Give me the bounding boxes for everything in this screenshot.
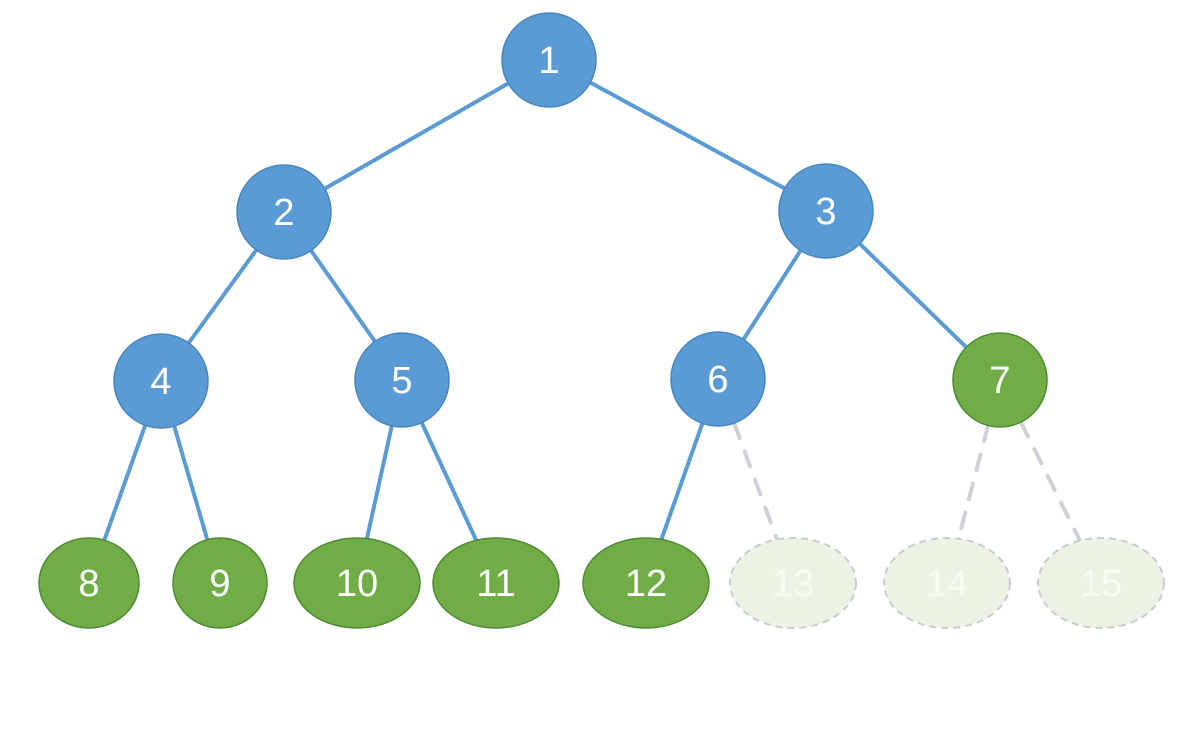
node-label-4: 4 [150,361,171,403]
node-circle-10 [293,537,421,629]
tree-node-6: 6 [670,331,766,427]
node-circle-2 [236,164,332,260]
node-label-13: 13 [772,563,814,605]
tree-node-12: 12 [582,537,710,629]
node-label-15: 15 [1080,563,1122,605]
node-label-3: 3 [815,191,836,233]
tree-node-2: 2 [236,164,332,260]
node-circle-4 [113,333,209,429]
node-label-5: 5 [391,360,412,402]
edge-1-2 [322,81,511,191]
tree-node-15: 15 [1037,537,1165,629]
node-circle-12 [582,537,710,629]
node-circle-3 [778,163,874,259]
tree-node-4: 4 [113,333,209,429]
tree-node-10: 10 [293,537,421,629]
edge-2-5 [309,248,377,344]
tree-node-9: 9 [172,537,268,629]
edges-layer [102,80,1082,543]
node-circle-13 [729,537,857,629]
node-circle-6 [670,331,766,427]
node-label-9: 9 [209,563,230,605]
tree-node-14: 14 [883,537,1011,629]
edge-4-8 [102,423,148,543]
node-label-14: 14 [926,563,968,605]
node-circle-8 [38,537,140,629]
node-circle-9 [172,537,268,629]
node-label-7: 7 [989,360,1010,402]
edge-3-7 [857,241,969,350]
tree-node-13: 13 [729,537,857,629]
node-label-12: 12 [625,563,667,605]
node-circle-5 [354,332,450,428]
edge-6-13 [732,421,779,542]
tree-node-8: 8 [38,537,140,629]
edge-4-9 [172,424,210,542]
tree-node-7: 7 [952,332,1048,428]
edge-2-4 [186,248,259,345]
edge-7-14 [956,423,991,541]
edge-1-3 [588,80,787,191]
node-circle-1 [501,12,597,108]
tree-node-3: 3 [778,163,874,259]
node-circle-14 [883,537,1011,629]
edge-7-15 [1018,420,1082,543]
tree-node-11: 11 [432,537,560,629]
node-label-1: 1 [538,40,559,82]
node-circle-11 [432,537,560,629]
edge-5-10 [364,423,394,541]
node-label-10: 10 [336,563,378,605]
node-circle-7 [952,332,1048,428]
node-circle-15 [1037,537,1165,629]
node-label-2: 2 [273,192,294,234]
edge-3-6 [741,248,803,342]
edge-5-11 [419,420,479,543]
node-label-6: 6 [707,359,728,401]
edge-6-12 [659,421,705,542]
node-label-11: 11 [476,563,515,605]
node-label-8: 8 [78,563,99,605]
tree-node-1: 1 [501,12,597,108]
tree-node-5: 5 [354,332,450,428]
